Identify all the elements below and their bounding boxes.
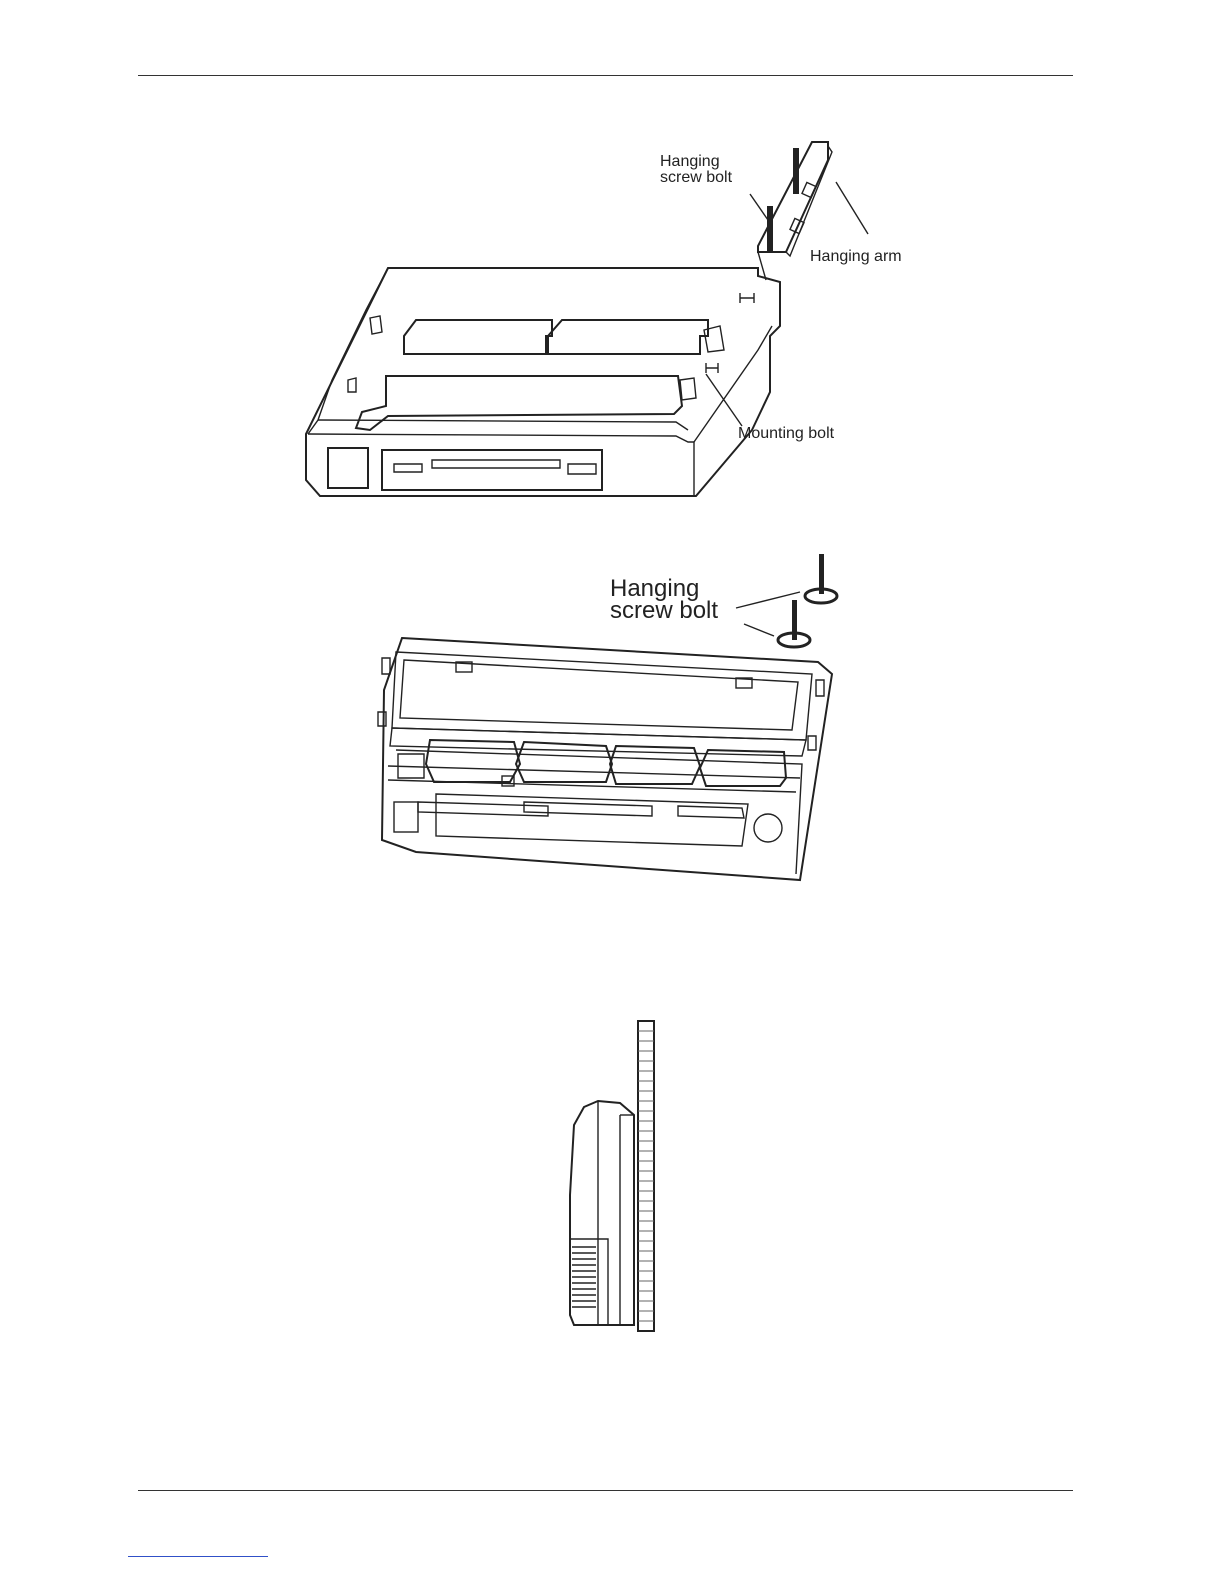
header-rule: [138, 75, 1073, 76]
wall-side-view-figure: [560, 1015, 670, 1335]
bolt-label-line2: screw bolt: [660, 169, 733, 186]
bolt-label-line2: screw bolt: [610, 597, 718, 624]
leader-line: [750, 194, 768, 220]
bolt-label-line1: Hanging: [660, 153, 720, 170]
hanging-arm-figure: Hanging screw bolt Hanging arm Mounting …: [296, 130, 936, 510]
mounting-bolt-icon: [706, 293, 754, 373]
footer-link-underline[interactable]: [128, 1556, 268, 1557]
footer-rule: [138, 1490, 1073, 1491]
brick-wall: [638, 1021, 654, 1331]
indoor-unit-side: [570, 1101, 634, 1325]
hanging-screw-bolt-icon: [778, 554, 837, 647]
indoor-unit-perspective: [306, 268, 780, 496]
leader-line: [736, 592, 800, 608]
indoor-unit-back: [378, 638, 832, 880]
leader-line: [744, 624, 774, 636]
hanging-arm-label: Hanging arm: [810, 248, 902, 265]
back-panel-figure: Hanging screw bolt: [360, 550, 860, 890]
leader-line: [836, 182, 868, 234]
mounting-bolt-label: Mounting bolt: [738, 425, 835, 442]
